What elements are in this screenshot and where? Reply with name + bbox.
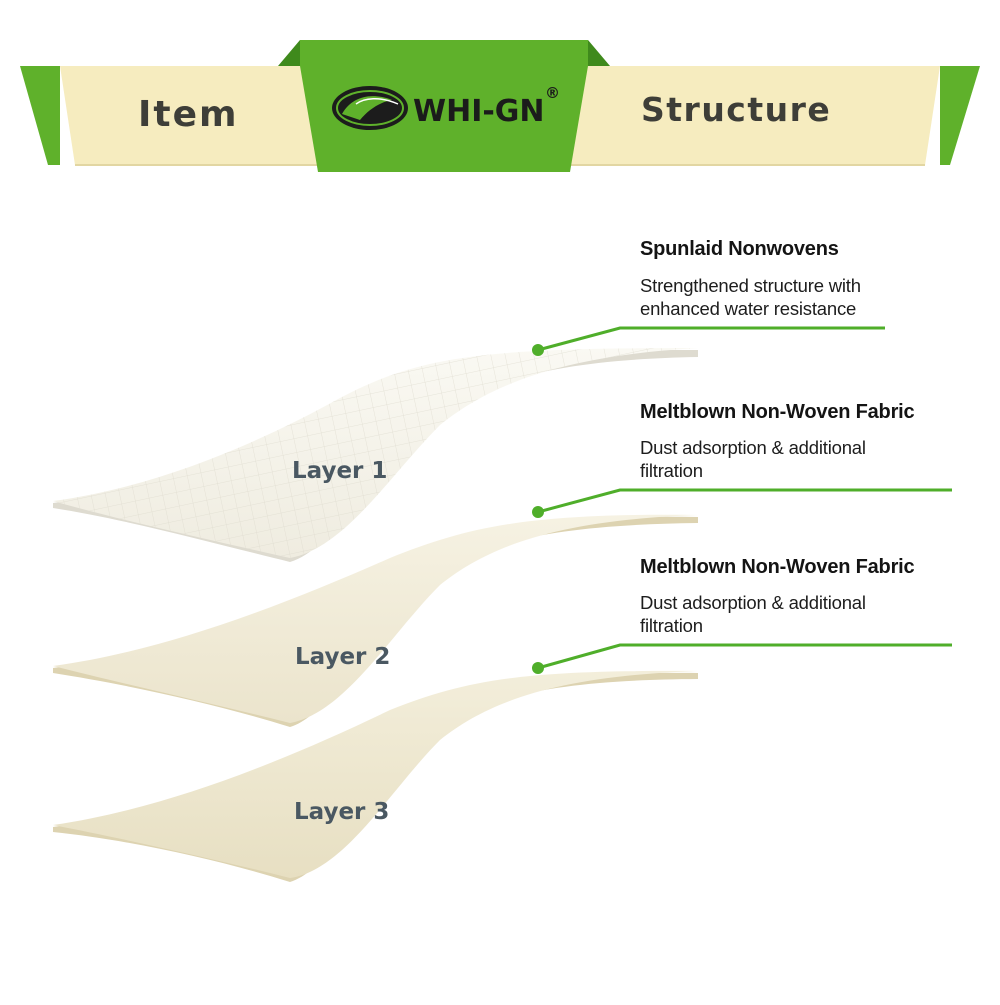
layer-2-title: Meltblown Non-Woven Fabric bbox=[640, 401, 915, 423]
banner-center-plate bbox=[300, 40, 588, 172]
callout-3-dot bbox=[532, 662, 544, 674]
callout-1 bbox=[537, 326, 885, 352]
callout-2-dot bbox=[532, 506, 544, 518]
layer-1-label: Layer 1 bbox=[292, 458, 387, 484]
banner-right-ribbon bbox=[940, 66, 980, 165]
banner-left-label: Item bbox=[138, 94, 239, 135]
layer-2-sheet bbox=[53, 514, 698, 727]
callout-3 bbox=[537, 643, 952, 670]
layer-2-description-line: filtration bbox=[640, 460, 703, 481]
callout-1-dot bbox=[532, 344, 544, 356]
layer-3-description: Dust adsorption & additional filtration bbox=[640, 591, 866, 637]
layer-1-sheet bbox=[53, 348, 698, 562]
layer-2-label: Layer 2 bbox=[295, 644, 390, 670]
layer-1-description: Strengthened structure with enhanced wat… bbox=[640, 274, 861, 320]
layer-3-sheet bbox=[53, 670, 698, 882]
callout-2 bbox=[537, 488, 952, 514]
layer-1-description-line: enhanced water resistance bbox=[640, 298, 857, 319]
layer-3-description-line: Dust adsorption & additional bbox=[640, 592, 866, 613]
header-banner: WHI-GN ® Item Structure bbox=[20, 40, 980, 172]
layer-3-description-line: filtration bbox=[640, 615, 703, 636]
layer-3-label: Layer 3 bbox=[294, 799, 389, 825]
layer-1-description-line: Strengthened structure with bbox=[640, 275, 861, 296]
brand-logo bbox=[332, 86, 408, 130]
banner-right-label: Structure bbox=[641, 90, 831, 129]
brand-name: WHI-GN bbox=[413, 94, 545, 129]
layer-3-title: Meltblown Non-Woven Fabric bbox=[640, 556, 915, 578]
layer-2-description: Dust adsorption & additional filtration bbox=[640, 436, 866, 482]
brand-registered-mark: ® bbox=[545, 84, 560, 102]
layer-2-description-line: Dust adsorption & additional bbox=[640, 437, 866, 458]
layer-1-title: Spunlaid Nonwovens bbox=[640, 238, 839, 260]
banner-left-ribbon bbox=[20, 66, 60, 165]
